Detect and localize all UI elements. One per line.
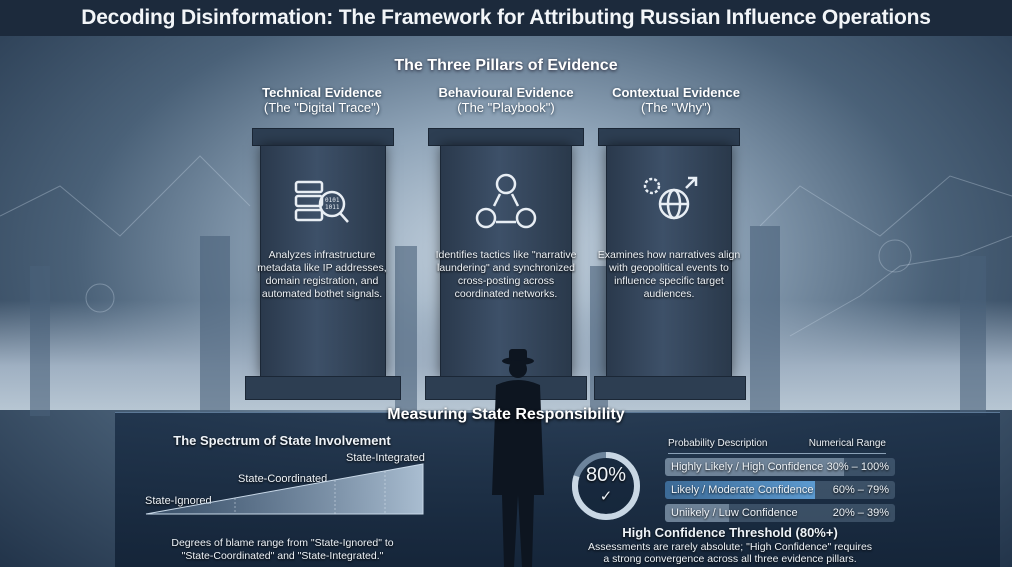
network-lines-decoration xyxy=(0,155,1012,416)
spectrum-wedge xyxy=(145,463,424,515)
network-people-icon xyxy=(475,173,537,229)
globe-gear-icon xyxy=(643,176,698,220)
spectrum-level-ignored: State-Ignored xyxy=(145,495,212,507)
threshold-description: Assessments are rarely absolute; "High C… xyxy=(587,541,873,565)
row-fill-bar xyxy=(665,504,730,522)
svg-text:1011: 1011 xyxy=(325,204,340,211)
pillar-contextual xyxy=(606,145,732,377)
row-range: 30% – 100% xyxy=(826,461,889,473)
gauge-fill-arc xyxy=(572,452,640,520)
row-fill-bar xyxy=(665,481,815,499)
header-range: Numerical Range xyxy=(808,438,886,449)
row-description: Likely / Moderate Confidence xyxy=(671,484,814,496)
row-description: Highly Likely / High Confidence xyxy=(671,461,824,473)
pillar-capital xyxy=(252,128,394,146)
man-silhouette-illustration xyxy=(492,349,544,567)
spectrum-level-coordinated: State-Coordinated xyxy=(238,473,328,485)
pillars-section-title: The Three Pillars of Evidence xyxy=(394,57,618,74)
pillar-heading-technical: Technical Evidence(The "Digital Trace") xyxy=(262,85,382,115)
title-bar: Decoding Disinformation: The Framework f… xyxy=(0,0,1012,36)
row-fill-bar xyxy=(665,458,845,476)
pillar-capital xyxy=(428,128,584,146)
pillar-base xyxy=(245,376,401,400)
pillar-behavioural xyxy=(440,145,572,377)
svg-text:0101: 0101 xyxy=(325,197,340,204)
pillar-base xyxy=(594,376,746,400)
pillar-description-technical: Analyzes infrastructure metadata like IP… xyxy=(257,249,387,300)
measurement-panel xyxy=(115,412,1000,567)
pillar-capital xyxy=(598,128,740,146)
row-range: 60% – 79% xyxy=(832,484,889,496)
row-range: 20% – 39% xyxy=(832,507,889,519)
spectrum-level-integrated: State-Integrated xyxy=(346,452,425,464)
measuring-section-title: Measuring State Responsibility xyxy=(387,406,625,423)
page-title: Decoding Disinformation: The Framework f… xyxy=(81,6,931,29)
check-icon: ✓ xyxy=(599,488,613,505)
table-row: Likely / Moderate Confidence 60% – 79% xyxy=(665,481,895,499)
spectrum-caption: Degrees of blame range from "State-Ignor… xyxy=(171,537,394,562)
pillar-heading-behavioural: Behavioural Evidence(The "Playbook") xyxy=(438,85,574,115)
table-row: Uniikely / Luw Confidence 20% – 39% xyxy=(665,504,895,522)
pillar-heading-contextual: Contextual Evidence(The "Why") xyxy=(612,85,740,115)
pillar-description-behavioural: Identifies tactics like "narrative laund… xyxy=(435,249,577,300)
probability-table-header: Probability Description Numerical Range xyxy=(668,438,886,454)
spectrum-title: The Spectrum of State Involvement xyxy=(173,433,391,448)
gauge-value: 80% xyxy=(585,464,627,486)
threshold-title: High Confidence Threshold (80%+) xyxy=(622,525,838,540)
row-description: Uniikely / Luw Confidence xyxy=(671,507,798,519)
pillar-description-contextual: Examines how narratives align with geopo… xyxy=(597,249,741,300)
confidence-gauge xyxy=(572,452,640,520)
header-description: Probability Description xyxy=(668,438,768,449)
